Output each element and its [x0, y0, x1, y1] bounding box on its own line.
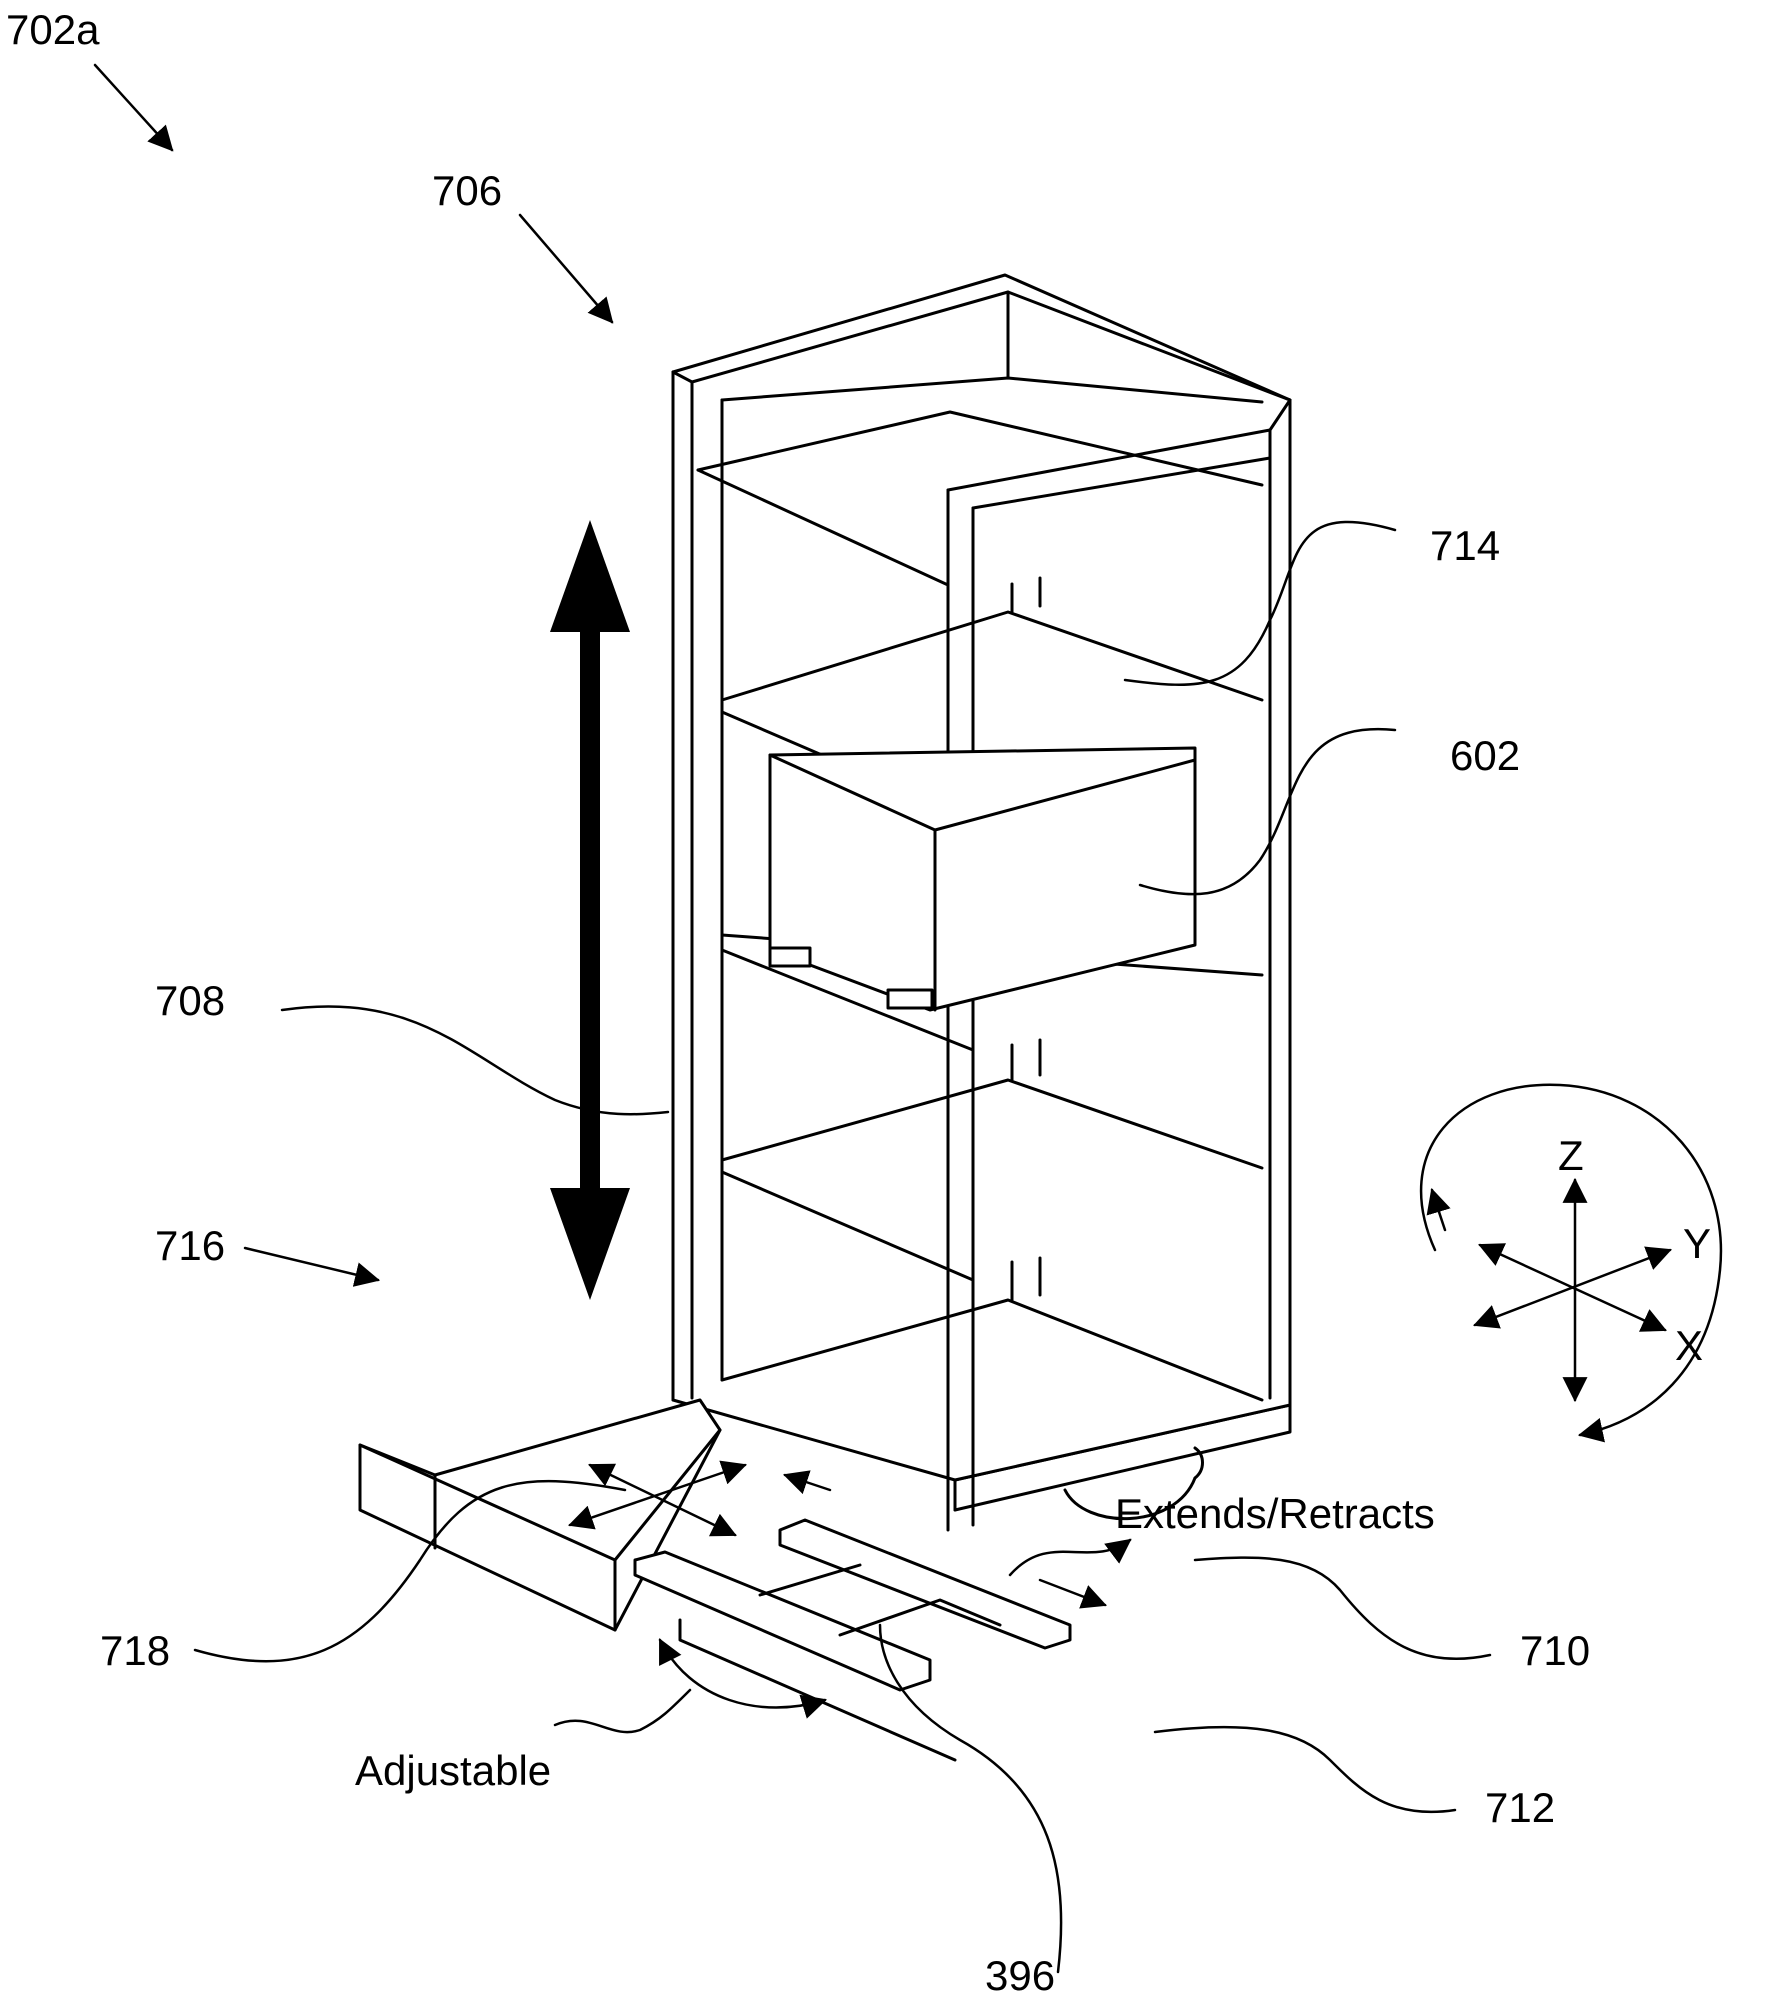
- labels: 702a 706 714 602 708 716 Extends/Retract…: [6, 6, 1711, 1996]
- label-602: 602: [1450, 732, 1520, 779]
- label-718: 718: [100, 1627, 170, 1674]
- lift-arrow: [550, 520, 630, 1300]
- label-710: 710: [1520, 1627, 1590, 1674]
- tray-arrows: [568, 1460, 832, 1537]
- label-702a: 702a: [6, 6, 100, 53]
- container-602: [768, 746, 1197, 1012]
- adjustable-arrow: [658, 1638, 827, 1719]
- label-706: 706: [432, 167, 502, 214]
- axis-label-x: X: [1675, 1322, 1703, 1369]
- label-712: 712: [1485, 1784, 1555, 1831]
- leader-lines: [93, 63, 1492, 1974]
- wheels: [1063, 1446, 1204, 1520]
- label-716: 716: [155, 1222, 225, 1269]
- label-adjustable: Adjustable: [355, 1747, 551, 1794]
- extends-retracts-arrow: [1008, 1538, 1132, 1609]
- label-396: 396: [985, 1952, 1055, 1996]
- axis-label-y: Y: [1683, 1220, 1711, 1267]
- label-extends-retracts: Extends/Retracts: [1115, 1490, 1435, 1537]
- fork-tray: [358, 1398, 722, 1632]
- forks-396: [633, 1518, 1072, 1762]
- label-714: 714: [1430, 522, 1500, 569]
- axis-label-z: Z: [1558, 1132, 1584, 1179]
- label-708: 708: [155, 977, 225, 1024]
- axis-symbol: [1419, 1083, 1723, 1443]
